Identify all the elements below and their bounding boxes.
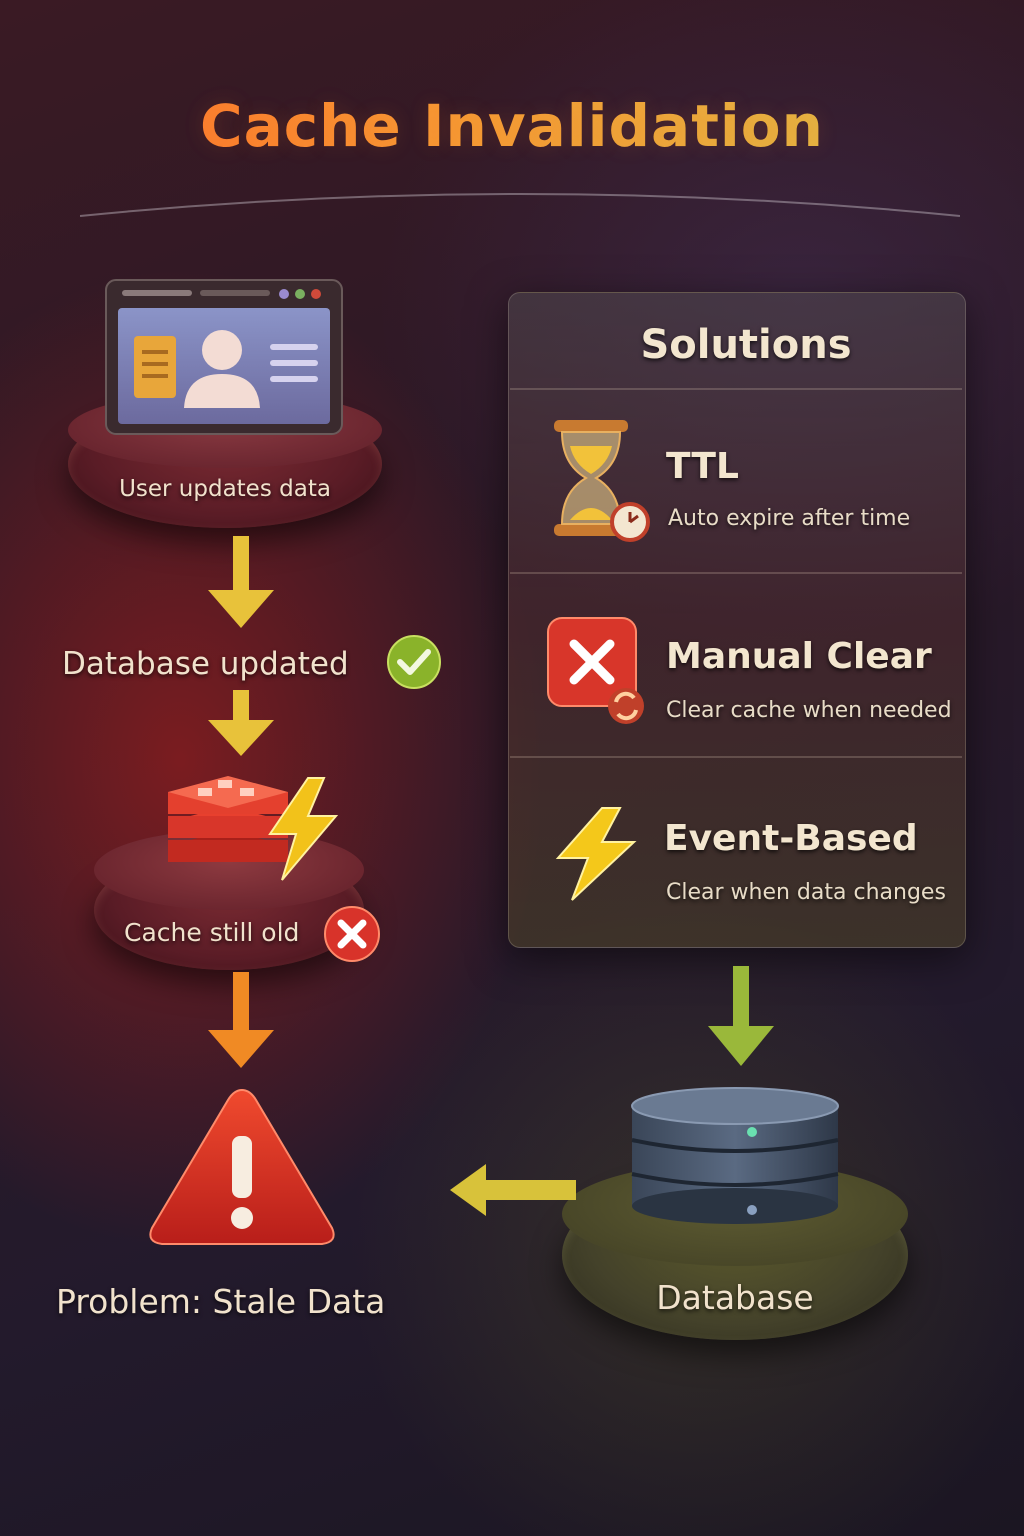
- manual-clear-title: Manual Clear: [666, 636, 932, 677]
- cache-stack-icon: [168, 776, 339, 881]
- solutions-divider-3: [510, 756, 962, 758]
- database-updated-label: Database updated: [62, 646, 349, 682]
- ttl-desc: Auto expire after time: [668, 506, 911, 531]
- clear-x-icon: [547, 617, 644, 724]
- arrow-down-green: [708, 966, 774, 1066]
- solutions-divider-1: [510, 388, 962, 390]
- arrow-down-1: [208, 536, 274, 628]
- solution-event-based: Event-Based Clear when data changes: [510, 758, 962, 944]
- manual-clear-desc: Clear cache when needed: [666, 698, 952, 723]
- error-x-icon: [324, 906, 380, 962]
- problem-stale-data-label: Problem: Stale Data: [56, 1282, 386, 1321]
- solution-manual-clear: Manual Clear Clear cache when needed: [510, 574, 962, 756]
- title-divider: [80, 193, 960, 217]
- event-based-title: Event-Based: [664, 818, 918, 859]
- event-based-desc: Clear when data changes: [666, 880, 946, 905]
- page-title: Cache Invalidation: [0, 92, 1024, 160]
- database-icon: [631, 1087, 839, 1224]
- user-updates-label: User updates data: [119, 476, 331, 502]
- arrow-down-2: [208, 690, 274, 756]
- browser-window-icon: [105, 279, 343, 435]
- lightning-icon: [555, 807, 637, 901]
- warning-triangle-icon: [149, 1088, 335, 1245]
- arrow-left-yellow: [450, 1164, 576, 1216]
- arrow-down-3: [208, 972, 274, 1068]
- database-label: Database: [656, 1278, 814, 1317]
- ttl-title: TTL: [666, 446, 739, 487]
- cache-still-old-label: Cache still old: [124, 918, 300, 947]
- solutions-heading: Solutions: [640, 322, 852, 368]
- hourglass-icon: [554, 420, 650, 542]
- check-icon: [387, 635, 441, 689]
- solutions-divider-2: [510, 572, 962, 574]
- solution-ttl: TTL Auto expire after time: [510, 390, 962, 572]
